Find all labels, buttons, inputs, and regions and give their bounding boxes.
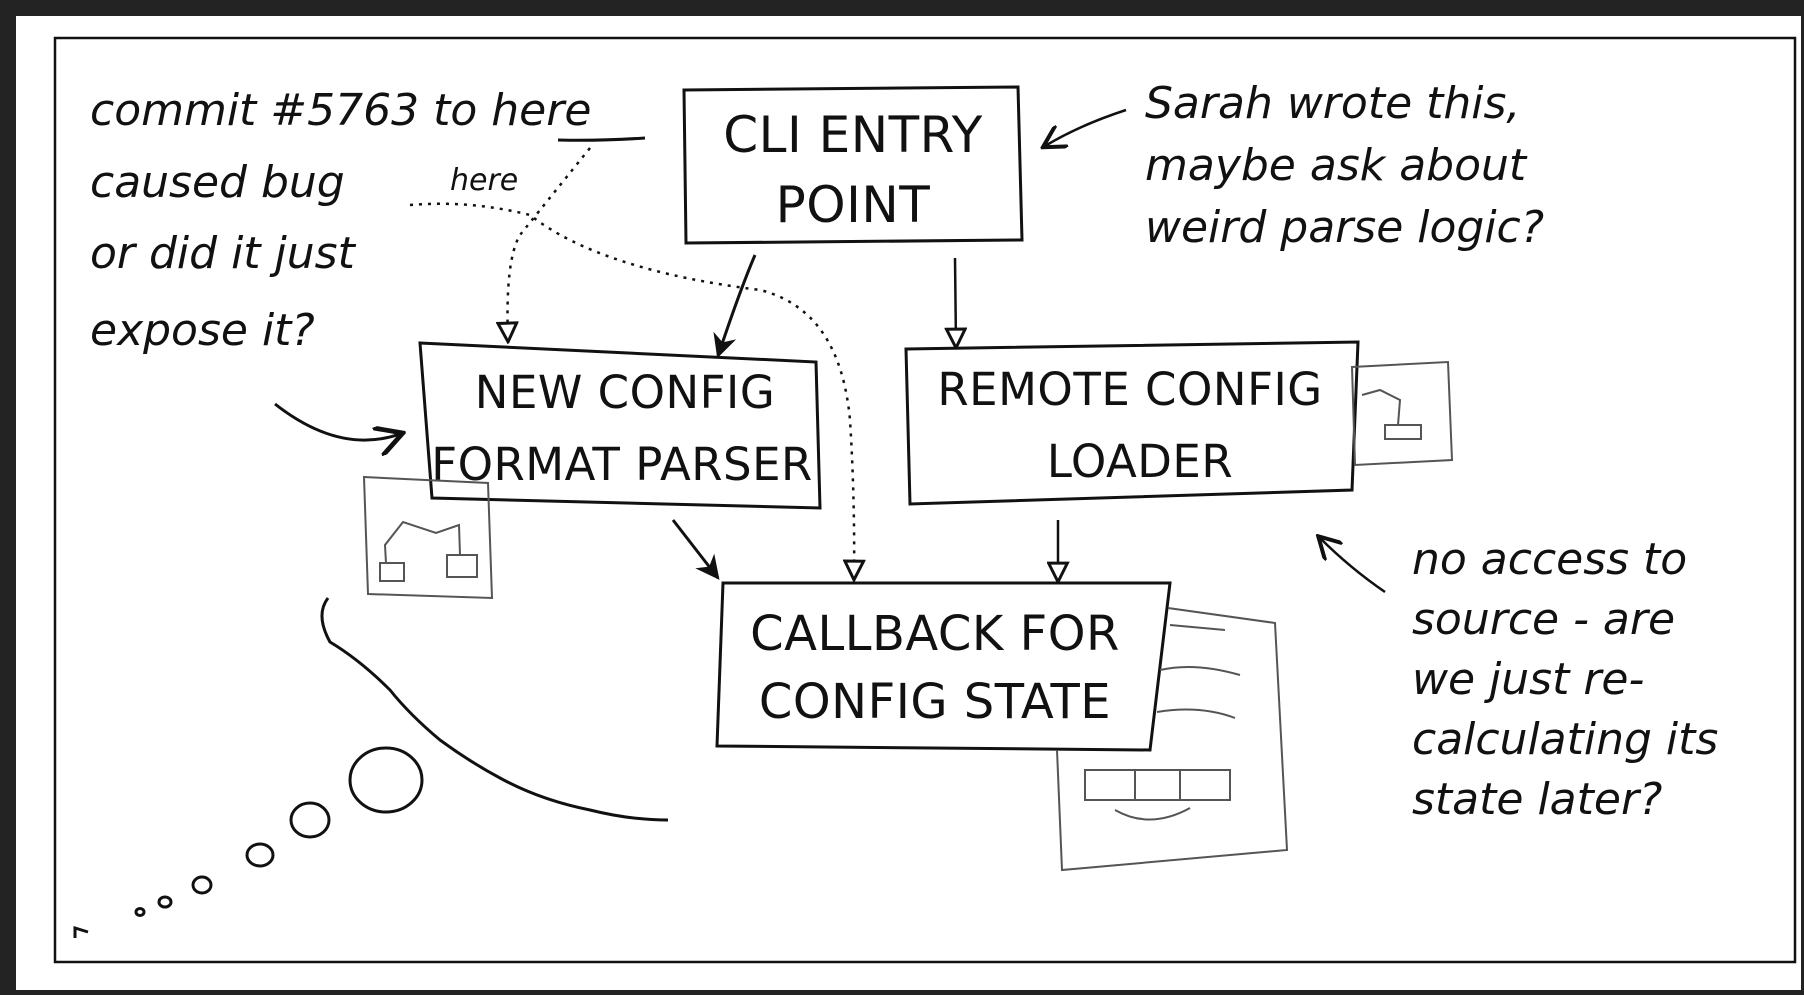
remote-config-label-line1: REMOTE CONFIG bbox=[937, 363, 1322, 416]
no-access-note-line2: source - are bbox=[1412, 594, 1675, 645]
callback-config-state-box: CALLBACK FOR CONFIG STATE bbox=[715, 581, 1172, 752]
arrow-sarah-note bbox=[1045, 108, 1127, 146]
no-access-note-line3: we just re- bbox=[1412, 654, 1644, 705]
arrow-new-config-to-callback bbox=[671, 519, 720, 580]
sarah-note-line2: maybe ask about bbox=[1145, 140, 1528, 191]
arrow-cli-to-remote-config bbox=[955, 257, 956, 346]
here-small-label: here bbox=[450, 163, 518, 198]
commit-note-line3: or did it just bbox=[90, 228, 357, 279]
remote-config-label-line2: LOADER bbox=[1047, 435, 1233, 488]
cli-entry-point-box: CLI ENTRY POINT bbox=[682, 85, 1024, 245]
no-access-note: no access to source - are we just re- ca… bbox=[1412, 534, 1718, 825]
arrow-no-access-note bbox=[1320, 538, 1386, 594]
dotted-arrow-here-to-callback bbox=[409, 202, 854, 578]
no-access-note-line4: calculating its bbox=[1412, 714, 1718, 765]
dotted-arrow-commit-to-new-config bbox=[508, 147, 591, 340]
no-access-note-line1: no access to bbox=[1412, 534, 1687, 585]
no-access-note-line5: state later? bbox=[1412, 774, 1662, 825]
new-config-label-line2: FORMAT PARSER bbox=[431, 438, 813, 491]
commit-note-line4: expose it? bbox=[90, 305, 315, 356]
here-underline bbox=[557, 136, 646, 142]
commit-note: commit #5763 to here caused bug or did i… bbox=[90, 85, 591, 356]
new-config-label-line1: NEW CONFIG bbox=[475, 366, 775, 419]
doodle-sheet-bottom bbox=[1056, 607, 1289, 872]
commit-note-line2: caused bug bbox=[90, 157, 345, 208]
thought-bubble bbox=[73, 597, 669, 938]
commit-note-line1: commit #5763 to here bbox=[90, 85, 591, 136]
cli-entry-label-line1: CLI ENTRY bbox=[723, 106, 983, 164]
cli-entry-label-line2: POINT bbox=[776, 176, 931, 234]
panel-border bbox=[53, 36, 1797, 964]
new-config-parser-box: NEW CONFIG FORMAT PARSER bbox=[418, 341, 822, 510]
arrow-commit-note bbox=[274, 402, 400, 440]
sarah-note: Sarah wrote this, maybe ask about weird … bbox=[1145, 78, 1544, 253]
remote-config-loader-box: REMOTE CONFIG LOADER bbox=[904, 340, 1360, 506]
callback-label-line1: CALLBACK FOR bbox=[750, 606, 1120, 662]
callback-label-line2: CONFIG STATE bbox=[759, 674, 1111, 730]
doodle-sheet-right bbox=[1350, 360, 1454, 467]
sarah-note-line3: weird parse logic? bbox=[1145, 202, 1544, 253]
doodle-sheet-left bbox=[362, 475, 494, 600]
arrow-cli-to-new-config bbox=[713, 254, 757, 359]
sarah-note-line1: Sarah wrote this, bbox=[1145, 78, 1520, 129]
